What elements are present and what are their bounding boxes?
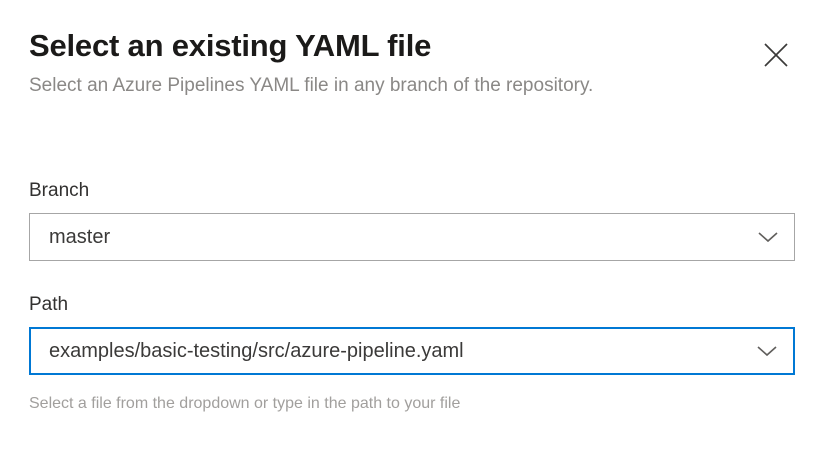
branch-label: Branch — [29, 180, 90, 201]
branch-field-group: Branch — [29, 178, 795, 261]
path-field-group: Path Select a file from the dropdown or … — [29, 292, 795, 415]
dialog-subtitle: Select an Azure Pipelines YAML file in a… — [29, 75, 594, 96]
close-icon — [760, 39, 792, 71]
path-combobox[interactable] — [29, 327, 795, 375]
branch-combobox[interactable] — [29, 213, 795, 261]
yaml-file-form: Branch Path Select a — [29, 178, 795, 415]
branch-input[interactable] — [30, 223, 742, 251]
close-button[interactable] — [753, 32, 799, 78]
path-label: Path — [29, 294, 69, 315]
dialog-header: Select an existing YAML file Select an A… — [29, 26, 729, 102]
branch-chevron-down-icon[interactable] — [742, 214, 794, 260]
path-input[interactable] — [31, 337, 741, 365]
page-title: Select an existing YAML file — [29, 28, 432, 63]
path-chevron-down-icon[interactable] — [741, 328, 793, 374]
path-helper-text: Select a file from the dropdown or type … — [29, 395, 461, 412]
